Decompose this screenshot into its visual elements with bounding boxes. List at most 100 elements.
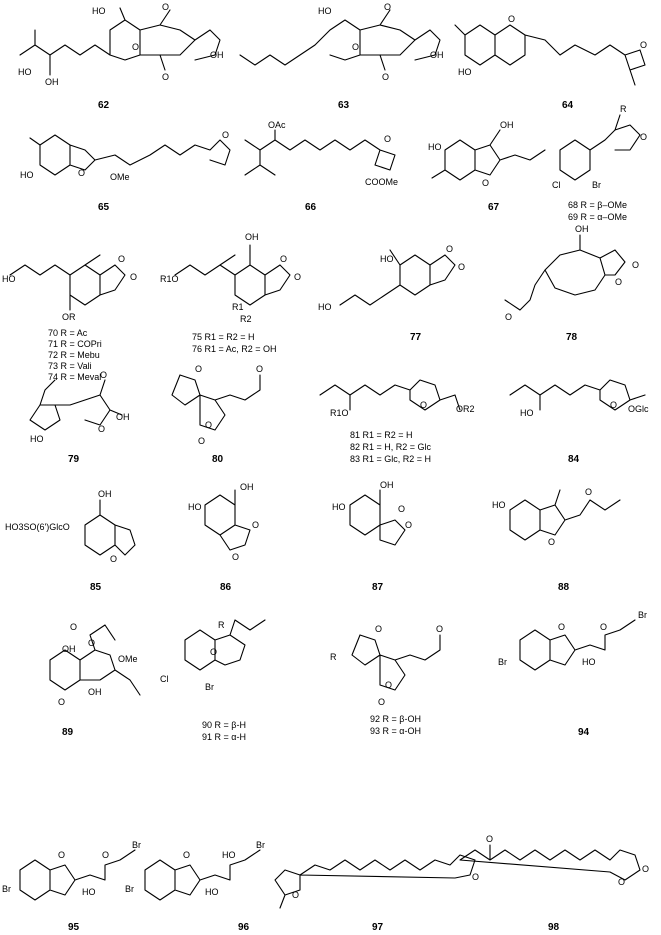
svg-text:OH: OH: [210, 50, 224, 60]
compound-66: OAc O COOMe 66: [244, 120, 398, 213]
svg-text:O: O: [98, 424, 105, 434]
svg-text:O: O: [205, 420, 212, 430]
svg-text:71 R = COPri: 71 R = COPri: [48, 339, 102, 349]
svg-text:HO: HO: [458, 67, 472, 77]
compound-98: O O O 98: [459, 834, 649, 933]
svg-text:HO: HO: [188, 502, 202, 512]
compound-67: HO OH O 67: [428, 120, 546, 213]
svg-text:OH: OH: [500, 120, 514, 130]
svg-text:63: 63: [338, 100, 350, 111]
svg-text:O: O: [610, 400, 617, 410]
svg-text:Br: Br: [205, 682, 214, 692]
svg-text:79: 79: [68, 454, 80, 465]
svg-text:HO: HO: [318, 6, 332, 16]
compound-64: O HO O 64: [454, 14, 647, 111]
svg-text:HO: HO: [30, 434, 44, 444]
svg-text:O: O: [486, 834, 493, 844]
svg-text:Br: Br: [638, 610, 647, 620]
svg-text:81 R1 = R2 = H: 81 R1 = R2 = H: [350, 430, 413, 440]
svg-text:Br: Br: [125, 884, 134, 894]
svg-text:O: O: [632, 260, 639, 270]
svg-text:O: O: [548, 537, 555, 547]
svg-text:97: 97: [372, 922, 384, 933]
svg-text:O: O: [110, 554, 117, 564]
svg-text:HO: HO: [2, 274, 16, 284]
svg-text:67: 67: [488, 202, 500, 213]
svg-text:O: O: [600, 622, 607, 632]
svg-text:Br: Br: [498, 657, 507, 667]
svg-text:Br: Br: [132, 840, 141, 850]
svg-text:OR: OR: [62, 312, 76, 322]
compound-84: HO O OGlc 84: [509, 379, 649, 465]
svg-text:O: O: [558, 622, 565, 632]
svg-text:O: O: [640, 40, 647, 50]
svg-text:O: O: [102, 850, 109, 860]
svg-text:O: O: [280, 254, 287, 264]
svg-text:O: O: [210, 647, 217, 657]
compound-90-91: R O Cl Br 90 R = β-H 91 R = α-H: [160, 619, 266, 742]
svg-text:HO: HO: [492, 500, 506, 510]
svg-text:HO: HO: [205, 887, 219, 897]
svg-text:69 R = α–OMe: 69 R = α–OMe: [568, 212, 627, 222]
svg-text:O: O: [294, 272, 301, 282]
svg-text:O: O: [256, 364, 263, 374]
svg-text:77: 77: [410, 332, 422, 343]
svg-text:62: 62: [98, 100, 110, 111]
compound-80: O O O O 80: [171, 364, 263, 465]
compound-89: O O OMe OH O OH 89: [49, 622, 141, 738]
svg-text:OGlc: OGlc: [628, 404, 649, 414]
svg-text:O: O: [58, 850, 65, 860]
svg-text:Br: Br: [592, 180, 601, 190]
svg-text:O: O: [384, 2, 391, 12]
svg-text:O: O: [458, 262, 465, 272]
svg-text:OH: OH: [430, 50, 444, 60]
compound-75-76: OH R1O O O R1 R2 75 R1 = R2 = H 76 R1 = …: [160, 232, 301, 354]
compound-78: OH O O O 78: [504, 224, 639, 343]
svg-text:64: 64: [562, 100, 574, 111]
svg-text:OH: OH: [245, 232, 259, 242]
svg-text:HO: HO: [82, 887, 96, 897]
svg-text:89: 89: [62, 727, 74, 738]
svg-text:HO: HO: [428, 142, 442, 152]
svg-text:Cl: Cl: [552, 180, 561, 190]
compound-63: HO O O O OH 63: [239, 2, 444, 111]
svg-text:O: O: [352, 42, 359, 52]
svg-text:80: 80: [212, 454, 224, 465]
compound-65: HO O OMe O 65: [20, 130, 231, 213]
svg-text:91 R = α-H: 91 R = α-H: [202, 732, 246, 742]
compound-85: HO3SO(6')GlcO OH O 85: [5, 489, 136, 593]
svg-text:O: O: [162, 72, 169, 82]
svg-text:98: 98: [548, 922, 560, 933]
svg-text:66: 66: [305, 202, 317, 213]
svg-text:87: 87: [372, 582, 384, 593]
svg-text:O: O: [615, 277, 622, 287]
svg-text:O: O: [446, 244, 453, 254]
svg-text:O: O: [198, 436, 205, 446]
svg-text:O: O: [232, 552, 239, 562]
svg-text:O: O: [222, 130, 229, 140]
svg-text:OH: OH: [98, 489, 112, 499]
svg-text:O: O: [405, 520, 412, 530]
svg-text:R: R: [330, 652, 337, 662]
svg-text:O: O: [130, 272, 137, 282]
compound-95: O O Br HO Br 95: [2, 840, 141, 933]
svg-text:OAc: OAc: [268, 120, 286, 130]
svg-text:O: O: [70, 622, 77, 632]
svg-text:O: O: [642, 864, 649, 874]
svg-text:HO: HO: [582, 657, 596, 667]
svg-text:O: O: [195, 364, 202, 374]
svg-text:HO: HO: [318, 302, 332, 312]
svg-text:O: O: [618, 877, 625, 887]
compound-70-74: HO O O OR 70 R = Ac 71 R = COPri 72 R = …: [2, 254, 137, 382]
compound-88: HO O O 88: [492, 487, 621, 593]
svg-text:O: O: [640, 132, 647, 142]
svg-text:OH: OH: [575, 224, 589, 234]
compound-86: HO OH O O 86: [188, 482, 259, 593]
svg-text:92 R = β-OH: 92 R = β-OH: [370, 714, 421, 724]
svg-text:O: O: [292, 890, 299, 900]
svg-text:O: O: [118, 254, 125, 264]
svg-text:90 R = β-H: 90 R = β-H: [202, 720, 246, 730]
svg-text:85: 85: [90, 582, 102, 593]
svg-text:O: O: [508, 14, 515, 24]
